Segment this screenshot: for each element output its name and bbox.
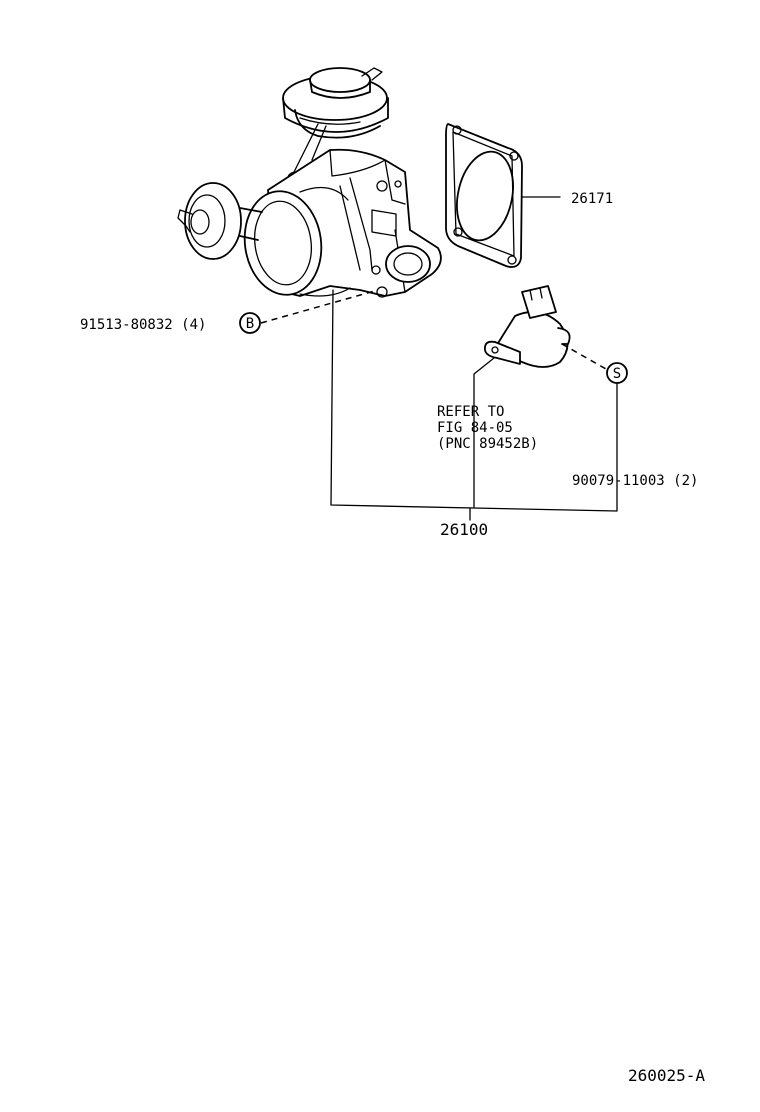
refer-note-line1: REFER TO	[437, 404, 504, 420]
gasket-illustration	[445, 123, 523, 268]
svg-text:S: S	[613, 366, 621, 382]
throttle-body-illustration	[177, 67, 442, 298]
screw-symbol: S	[606, 362, 628, 384]
bolt-symbol: B	[239, 312, 261, 334]
refer-note-line3: (PNC 89452B)	[437, 436, 538, 452]
leader-lines	[260, 196, 618, 521]
throttle-position-sensor-illustration	[484, 285, 571, 368]
gasket-part-number: 26171	[571, 191, 613, 207]
refer-note-line2: FIG 84-05	[437, 420, 513, 436]
svg-text:B: B	[246, 316, 254, 332]
assembly-part-number: 26100	[440, 520, 488, 539]
screw-part-number: 90079-11003 (2)	[572, 473, 698, 489]
figure-id: 260025-A	[628, 1066, 705, 1085]
bolt-part-number: 91513-80832 (4)	[80, 317, 206, 333]
